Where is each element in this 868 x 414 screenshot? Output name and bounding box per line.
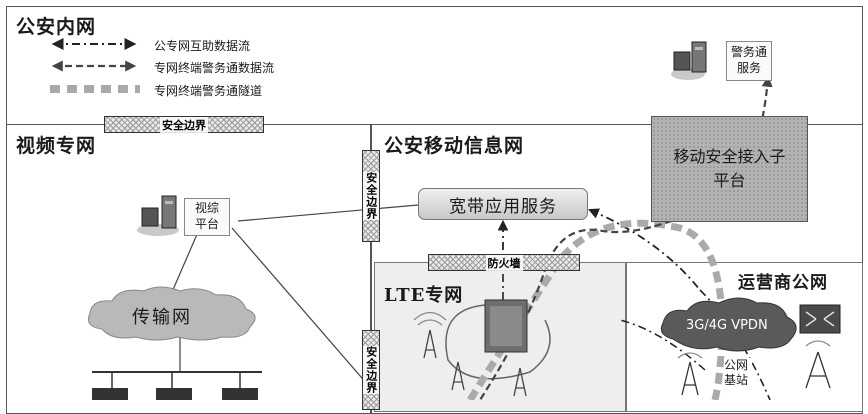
legend-label-dataflow: 专网终端警务通数据流: [154, 61, 275, 75]
broadband-service-box: 宽带应用服务: [418, 188, 588, 220]
public-base-station-label: 公网基站: [724, 358, 752, 388]
security-boundary-vertical-upper: 安全边界: [362, 150, 380, 242]
video-network-title: 视频专网: [16, 135, 97, 157]
security-boundary-top: 安全边界: [104, 116, 264, 133]
police-intranet-zone: [6, 6, 863, 126]
transport-network-cloud: [82, 285, 262, 343]
vpdn-cloud: [655, 295, 803, 355]
firewall-bar: 防火墙: [428, 254, 580, 271]
mobile-info-network-title: 公安移动信息网: [384, 135, 525, 157]
police-intranet-title: 公安内网: [16, 16, 97, 38]
video-platform-label: 视综平台: [184, 198, 230, 236]
server-icon: [670, 38, 710, 82]
legend-label-tunnel: 专网终端警务通隧道: [154, 84, 263, 98]
computer-icon: [136, 192, 182, 238]
mobile-access-platform-box: 移动安全接入子平台: [651, 116, 808, 222]
lte-network-title: LTE专网: [384, 285, 464, 306]
vpdn-label: 3G/4G VPDN: [686, 318, 768, 333]
security-boundary-vertical-lower: 安全边界: [362, 330, 380, 410]
transport-network-label: 传输网: [132, 307, 192, 328]
operator-network-title: 运营商公网: [738, 273, 828, 293]
police-app-server-label: 警务通服务: [726, 41, 772, 81]
legend-label-mutual: 公专网互助数据流: [154, 39, 251, 53]
